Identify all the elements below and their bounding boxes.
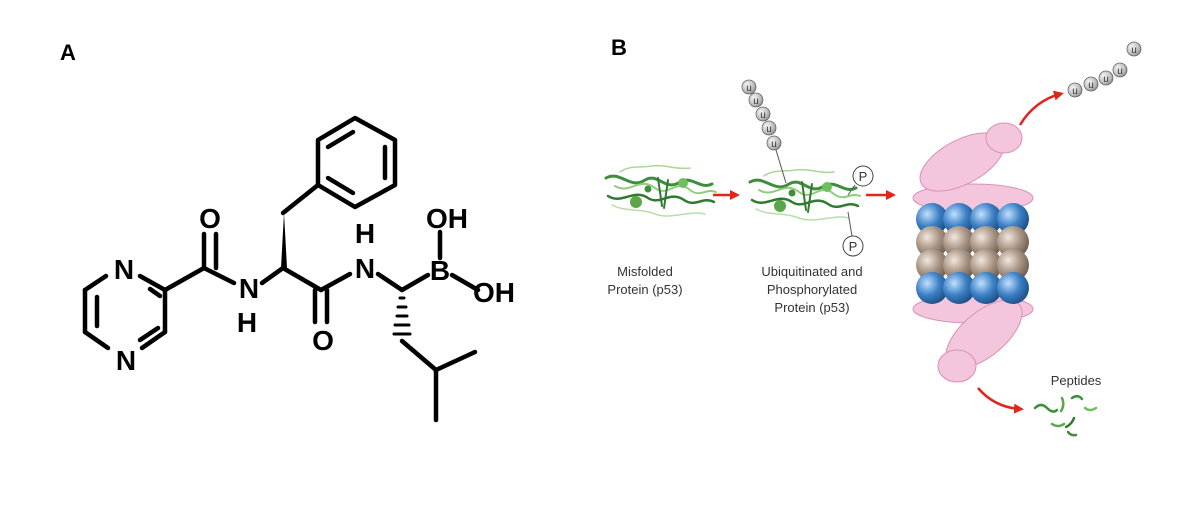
arrow-to-peptides [977,387,1024,414]
ubiquitin-chain: u u u u u [741,79,787,184]
peptide-fragments [1033,395,1098,437]
phenyl-ring [315,115,398,210]
tagged-protein-label: Ubiquitinated and Phosphorylated Protein… [761,264,862,315]
svg-text:Protein (p53): Protein (p53) [774,300,849,315]
svg-text:Phosphorylated: Phosphorylated [767,282,857,297]
atom-o-2: O [312,325,334,356]
bond [201,265,237,286]
atom-nh2-n: N [355,253,375,284]
bond [433,349,478,373]
ubiquitin-tag: u [1131,45,1137,56]
bond [137,325,161,343]
proteasome [912,122,1034,383]
arrow-ubiquitin-release [1018,90,1064,126]
bond [318,271,353,293]
ubiquitin-tag: u [1088,80,1094,91]
svg-text:Protein (p53): Protein (p53) [607,282,682,297]
phosphate-tag-top: P [859,169,868,184]
bond [147,286,163,299]
tagged-protein-icon [748,168,861,221]
atom-boron: B [430,255,450,286]
svg-text:Misfolded: Misfolded [617,264,673,279]
ubiquitin-tag: u [1103,74,1109,85]
hash-bond [392,296,412,336]
panel-label-a: A [60,40,76,65]
beta-ring-upper [916,226,1029,258]
atom-n-top: N [114,254,134,285]
released-ubiquitin-chain: u u u u u [1067,41,1142,98]
bond [139,329,168,351]
panel-label-b: B [611,35,627,60]
bond [399,272,431,293]
bond [162,265,207,293]
bortezomib-structure [82,115,481,423]
svg-text:Ubiquitinated and: Ubiquitinated and [761,264,862,279]
bond [449,272,481,293]
peptides-label: Peptides [1051,373,1102,388]
beta-ring-lower [916,249,1029,281]
bond [399,338,439,373]
misfolded-protein-label: Misfolded Protein (p53) [607,264,682,297]
proteasome-cap-top [912,122,1034,213]
atom-nh2-h: H [355,218,375,249]
bond [325,175,356,196]
ubiquitin-tag: u [1117,66,1123,77]
alpha-ring-bottom [916,272,1029,304]
bond [82,329,111,351]
ubiquitin-tag: u [766,124,772,135]
atom-n-bottom: N [116,345,136,376]
ubiquitin-tag: u [760,110,766,121]
atom-oh-top: OH [426,203,468,234]
ubiquitin-tag: u [771,139,777,150]
phosphate-groups: P P [842,165,874,257]
alpha-ring-top [916,203,1029,235]
misfolded-protein-icon [604,164,717,217]
phosphate-tag-bottom: P [849,239,858,254]
ubiquitin-tag: u [753,96,759,107]
bond [325,129,356,150]
bond [280,182,321,216]
proteasome-core [916,203,1029,304]
bond [259,265,286,286]
bond [280,265,324,293]
bond [137,273,168,293]
atom-o-1: O [199,203,221,234]
atom-oh-right: OH [473,277,515,308]
ubiquitin-tag: u [746,83,752,94]
bond [82,273,109,293]
atom-nh1-n: N [239,273,259,304]
ubiquitin-tag: u [1072,86,1078,97]
atom-nh1-h: H [237,307,257,338]
atom-labels: N N O N H O H N B OH OH [114,203,515,376]
bond [375,271,405,293]
proteasome-cap-bottom [912,294,1034,383]
wedge-bond [281,213,287,268]
